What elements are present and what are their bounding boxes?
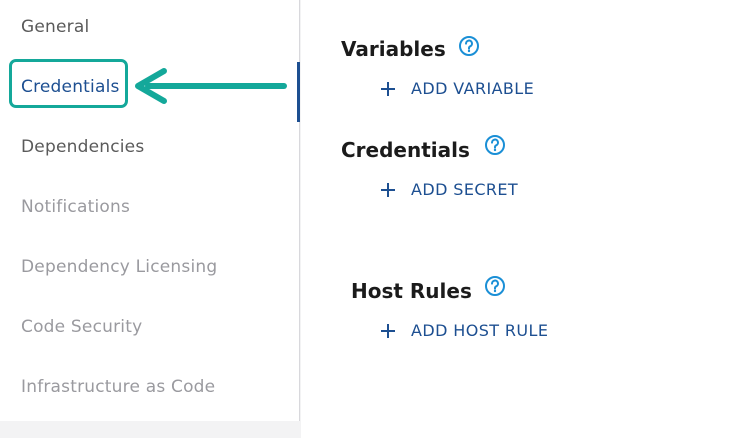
plus-icon: [381, 182, 395, 197]
add-host-rule-button[interactable]: ADD HOST RULE: [380, 321, 548, 340]
settings-content: Variables ADD VARIABLE Credentials ADD S…: [301, 0, 733, 438]
add-variable-button[interactable]: ADD VARIABLE: [380, 79, 534, 98]
credentials-heading: Credentials: [341, 138, 470, 162]
sidebar-item-credentials[interactable]: Credentials: [21, 77, 120, 97]
callout-highlight-box: [9, 59, 128, 108]
callout-arrow-icon: [135, 68, 287, 104]
sidebar-item-code-security[interactable]: Code Security: [21, 317, 143, 337]
add-variable-label: ADD VARIABLE: [411, 79, 535, 98]
add-secret-label: ADD SECRET: [411, 180, 519, 199]
host-rules-heading: Host Rules: [351, 279, 472, 303]
question-circle-icon[interactable]: [458, 35, 480, 57]
plus-icon: [381, 81, 395, 96]
add-host-rule-label: ADD HOST RULE: [411, 321, 549, 340]
sidebar-item-infrastructure-as-code[interactable]: Infrastructure as Code: [21, 377, 216, 397]
sidebar-item-dependencies[interactable]: Dependencies: [21, 137, 145, 157]
variables-heading: Variables: [341, 37, 446, 61]
question-circle-icon[interactable]: [484, 134, 506, 156]
sidebar-item-dependency-licensing[interactable]: Dependency Licensing: [21, 257, 218, 277]
add-secret-button[interactable]: ADD SECRET: [380, 180, 518, 199]
sidebar-item-general[interactable]: General: [21, 17, 90, 37]
settings-sidebar: General Credentials Dependencies Notific…: [0, 0, 300, 421]
sidebar-item-notifications[interactable]: Notifications: [21, 197, 130, 217]
active-tab-indicator: [297, 62, 300, 122]
plus-icon: [381, 323, 395, 338]
question-circle-icon[interactable]: [484, 275, 506, 297]
